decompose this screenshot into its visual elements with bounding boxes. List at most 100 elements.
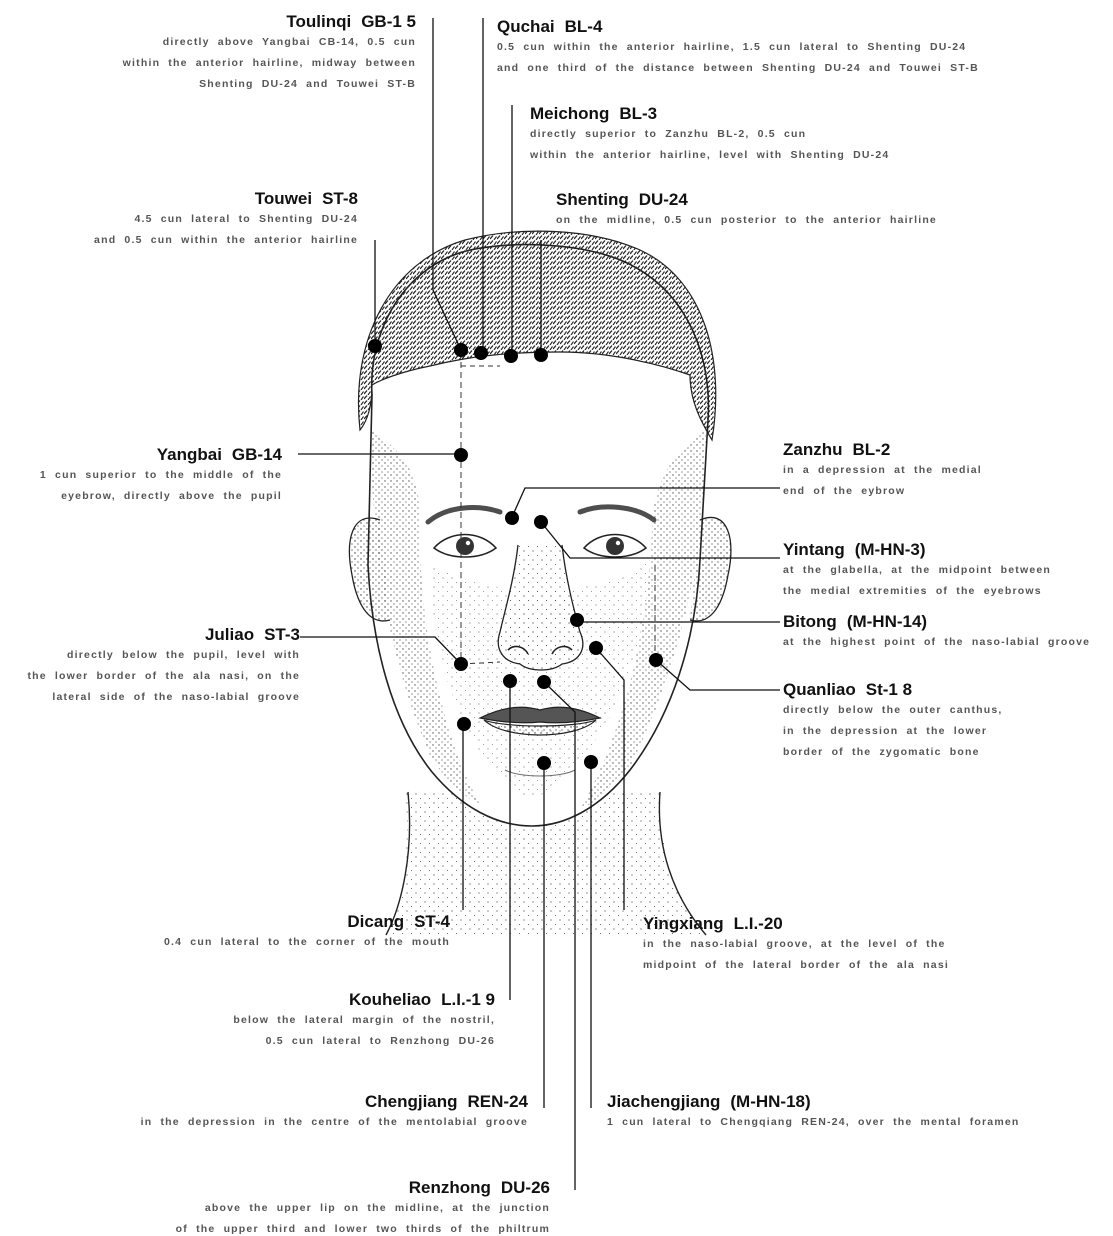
touwei-desc-1: 4.5 cun lateral to Shenting DU-24 [94, 209, 358, 230]
yangbai-name: Yangbai [157, 445, 222, 464]
dicang-name: Dicang [347, 912, 404, 931]
quchai-desc-2: and one third of the distance between Sh… [497, 58, 979, 79]
point-quanliao [649, 653, 663, 667]
yintang-name: Yintang [783, 540, 845, 559]
juliao-code: ST-3 [264, 625, 300, 644]
touwei-desc-2: and 0.5 cun within the anterior hairline [94, 230, 358, 251]
point-yangbai [454, 448, 468, 462]
touwei-code: ST-8 [322, 189, 358, 208]
yintang-desc-1: at the glabella, at the midpoint between [783, 560, 1051, 581]
yangbai-desc-2: eyebrow, directly above the pupil [40, 486, 282, 507]
point-touwei [368, 339, 382, 353]
shenting-desc-1: on the midline, 0.5 cun posterior to the… [556, 210, 937, 231]
label-jiachengjiang: Jiachengjiang (M-HN-18) 1 cun lateral to … [607, 1092, 1020, 1133]
point-chengjiang [537, 756, 551, 770]
quchai-desc-1: 0.5 cun within the anterior hairline, 1.… [497, 37, 979, 58]
meichong-desc-2: within the anterior hairline, level with… [530, 145, 889, 166]
yintang-code: (M-HN-3) [855, 540, 926, 559]
label-kouheliao: Kouheliao L.I.-1 9 below the lateral marg… [233, 990, 495, 1052]
meichong-name: Meichong [530, 104, 609, 123]
label-meichong: Meichong BL-3 directly superior to Zanzhu… [530, 104, 889, 166]
quanliao-desc-2: in the depression at the lower [783, 721, 1003, 742]
label-shenting: Shenting DU-24 on the midline, 0.5 cun po… [556, 190, 937, 231]
bitong-name: Bitong [783, 612, 837, 631]
quanliao-name: Quanliao [783, 680, 856, 699]
point-renzhong [537, 675, 551, 689]
dicang-code: ST-4 [414, 912, 450, 931]
meichong-desc-1: directly superior to Zanzhu BL-2, 0.5 cu… [530, 124, 889, 145]
label-renzhong: Renzhong DU-26 above the upper lip on the… [176, 1178, 550, 1236]
yintang-desc-2: the medial extremities of the eyebrows [783, 581, 1051, 602]
chengjiang-name: Chengjiang [365, 1092, 458, 1111]
jiachengjiang-code: (M-HN-18) [730, 1092, 810, 1111]
yingxiang-code: L.I.-20 [734, 914, 783, 933]
shenting-name: Shenting [556, 190, 629, 209]
label-quchai: Quchai BL-4 0.5 cun within the anterior h… [497, 17, 979, 79]
jiachengjiang-name: Jiachengjiang [607, 1092, 720, 1111]
label-juliao: Juliao ST-3 directly below the pupil, lev… [27, 625, 300, 708]
jiachengjiang-desc-1: 1 cun lateral to Chengqiang REN-24, over… [607, 1112, 1020, 1133]
chengjiang-code: REN-24 [468, 1092, 528, 1111]
kouheliao-name: Kouheliao [349, 990, 431, 1009]
zanzhu-name: Zanzhu [783, 440, 843, 459]
label-touwei: Touwei ST-8 4.5 cun lateral to Shenting D… [94, 189, 358, 251]
quanliao-code: St-1 8 [866, 680, 912, 699]
juliao-desc-1: directly below the pupil, level with [27, 645, 300, 666]
label-yangbai: Yangbai GB-14 1 cun superior to the middl… [40, 445, 282, 507]
quchai-name: Quchai [497, 17, 555, 36]
label-yintang: Yintang (M-HN-3) at the glabella, at the … [783, 540, 1051, 602]
renzhong-desc-1: above the upper lip on the midline, at t… [176, 1198, 550, 1219]
toulinqi-name: Toulinqi [286, 12, 351, 31]
zanzhu-desc-2: end of the eybrow [783, 481, 982, 502]
toulinqi-desc-2: within the anterior hairline, midway bet… [123, 53, 416, 74]
juliao-desc-2: the lower border of the ala nasi, on the [27, 666, 300, 687]
label-zanzhu: Zanzhu BL-2 in a depression at the medial… [783, 440, 982, 502]
toulinqi-desc-1: directly above Yangbai CB-14, 0.5 cun [123, 32, 416, 53]
point-shenting [534, 348, 548, 362]
renzhong-name: Renzhong [409, 1178, 491, 1197]
bitong-code: (M-HN-14) [847, 612, 927, 631]
point-quchai [474, 346, 488, 360]
quchai-code: BL-4 [565, 17, 603, 36]
yangbai-code: GB-14 [232, 445, 282, 464]
quanliao-desc-3: border of the zygomatic bone [783, 742, 1003, 763]
dicang-desc-1: 0.4 cun lateral to the corner of the mou… [164, 932, 450, 953]
point-meichong [504, 349, 518, 363]
yingxiang-name: Yingxiang [643, 914, 724, 933]
point-toulinqi [454, 343, 468, 357]
touwei-name: Touwei [255, 189, 312, 208]
renzhong-desc-2: of the upper third and lower two thirds … [176, 1219, 550, 1236]
kouheliao-desc-2: 0.5 cun lateral to Renzhong DU-26 [233, 1031, 495, 1052]
yingxiang-desc-2: midpoint of the lateral border of the al… [643, 955, 949, 976]
label-yingxiang: Yingxiang L.I.-20 in the naso-labial groo… [643, 914, 949, 976]
zanzhu-desc-1: in a depression at the medial [783, 460, 982, 481]
kouheliao-desc-1: below the lateral margin of the nostril, [233, 1010, 495, 1031]
chengjiang-desc-1: in the depression in the centre of the m… [141, 1112, 528, 1133]
juliao-desc-3: lateral side of the naso-labial groove [27, 687, 300, 708]
quanliao-desc-1: directly below the outer canthus, [783, 700, 1003, 721]
juliao-name: Juliao [205, 625, 254, 644]
bitong-desc-1: at the highest point of the naso-labial … [783, 632, 1090, 653]
yingxiang-desc-1: in the naso-labial groove, at the level … [643, 934, 949, 955]
label-dicang: Dicang ST-4 0.4 cun lateral to the corner… [164, 912, 450, 953]
point-juliao [454, 657, 468, 671]
point-kouheliao [503, 674, 517, 688]
label-bitong: Bitong (M-HN-14) at the highest point of … [783, 612, 1090, 653]
point-yintang [534, 515, 548, 529]
renzhong-code: DU-26 [501, 1178, 550, 1197]
label-quanliao: Quanliao St-1 8 directly below the outer … [783, 680, 1003, 763]
point-jiachengjiang [584, 755, 598, 769]
toulinqi-code: GB-1 5 [361, 12, 416, 31]
toulinqi-desc-3: Shenting DU-24 and Touwei ST-B [123, 74, 416, 95]
shenting-code: DU-24 [639, 190, 688, 209]
kouheliao-code: L.I.-1 9 [441, 990, 495, 1009]
point-zanzhu [505, 511, 519, 525]
point-dicang [457, 717, 471, 731]
yangbai-desc-1: 1 cun superior to the middle of the [40, 465, 282, 486]
point-yingxiang [589, 641, 603, 655]
meichong-code: BL-3 [619, 104, 657, 123]
point-bitong [570, 613, 584, 627]
label-chengjiang: Chengjiang REN-24 in the depression in th… [141, 1092, 528, 1133]
zanzhu-code: BL-2 [853, 440, 891, 459]
